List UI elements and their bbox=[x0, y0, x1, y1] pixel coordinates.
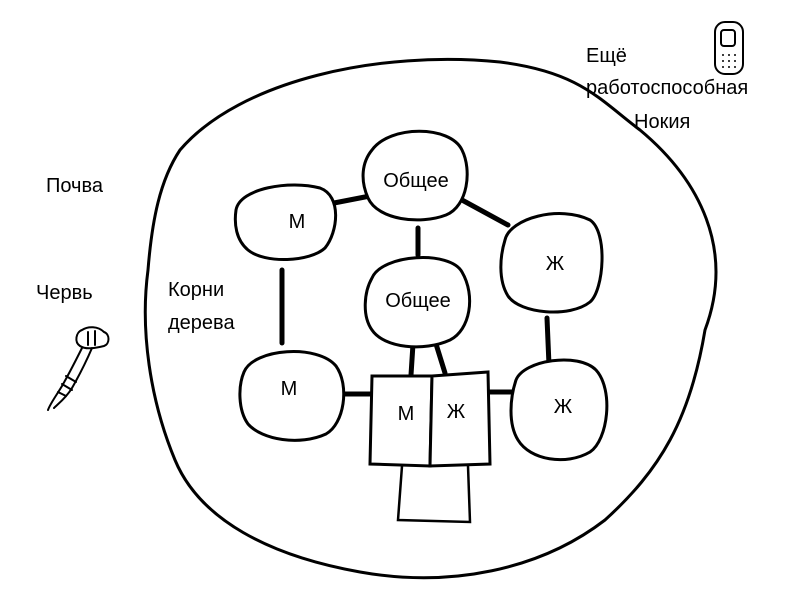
connectors bbox=[279, 193, 552, 397]
node-left-upper: М bbox=[233, 183, 338, 261]
node-top: Общее bbox=[361, 129, 469, 222]
tree-trunk: М Ж bbox=[368, 370, 492, 524]
edge-center-trunkleft bbox=[408, 341, 416, 378]
phone-label-line1: Ещё bbox=[586, 45, 627, 67]
roots-label-line1: Корни bbox=[168, 279, 225, 301]
node-top-label: Общее bbox=[383, 170, 449, 192]
edge-top-rightupper bbox=[459, 197, 511, 228]
node-left-lower-label: М bbox=[281, 378, 298, 400]
trunk-stem bbox=[396, 465, 472, 524]
soil-label: Почва bbox=[46, 175, 104, 197]
worm-icon bbox=[47, 326, 110, 411]
node-center-label: Общее bbox=[385, 290, 451, 312]
trunk-right-box bbox=[428, 370, 492, 468]
edge-rightupper-rightlower bbox=[544, 315, 552, 368]
edge-leftupper-top bbox=[331, 193, 373, 206]
roots-label-line2: дерева bbox=[168, 312, 235, 334]
node-right-upper-label: Ж bbox=[546, 253, 565, 275]
trunk-left-label: М bbox=[398, 403, 415, 425]
node-center: Общее bbox=[363, 256, 472, 349]
node-right-lower-label: Ж bbox=[554, 396, 573, 418]
edge-center-trunkright bbox=[433, 341, 448, 376]
node-left-upper-label: М bbox=[289, 211, 306, 233]
phone-label-line3: Нокия bbox=[634, 111, 691, 133]
mobile-phone-icon bbox=[714, 21, 744, 75]
node-right-upper: Ж bbox=[499, 212, 604, 314]
trunk-right-label: Ж bbox=[447, 401, 466, 423]
node-right-lower: Ж bbox=[509, 358, 609, 462]
soil-boundary bbox=[143, 57, 718, 580]
node-left-lower: М bbox=[238, 350, 346, 442]
worm-label: Червь bbox=[36, 282, 93, 304]
phone-label-line2: работоспособная bbox=[586, 77, 749, 99]
